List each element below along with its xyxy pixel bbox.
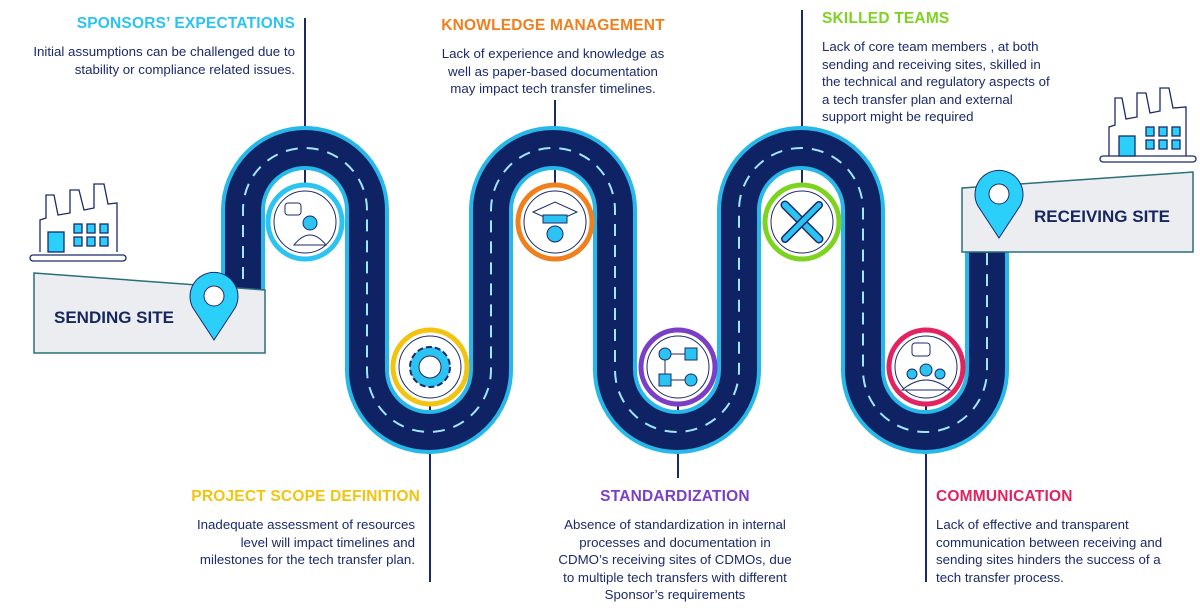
desc-line: to multiple tech transfers with differen… — [563, 569, 787, 585]
desc-line: tech transfer process. — [936, 569, 1064, 585]
desc-line: well as paper-based documentation — [448, 63, 658, 79]
stage-desc-standardization: Absence of standardization in internal p… — [525, 516, 825, 604]
stage-title-skilled-teams: SKILLED TEAMS — [822, 10, 950, 27]
wrench-screwdriver-icon — [762, 182, 842, 262]
desc-line: Lack of core team members , at both — [822, 39, 1039, 54]
desc-line: processes and documentation in — [579, 534, 771, 550]
desc-line: stability or compliance related issues. — [74, 61, 295, 77]
desc-line: may impact tech transfer timelines. — [450, 81, 656, 96]
person-speech-icon — [265, 182, 345, 262]
desc-line: Sponsor’s requirements — [604, 587, 746, 602]
stage-title-standardization: STANDARDIZATION — [600, 488, 750, 505]
sending-factory-icon — [29, 183, 127, 262]
desc-line: level will impact timelines and — [240, 534, 415, 550]
desc-line: milestones for the tech transfer plan. — [199, 552, 415, 567]
stage-title-sponsors: SPONSORS’ EXPECTATIONS — [76, 15, 295, 32]
stage-icons — [265, 182, 966, 407]
stage-title-knowledge: KNOWLEDGE MANAGEMENT — [441, 17, 665, 34]
stage-desc-skilled-teams: Lack of core team members , at both send… — [822, 38, 1050, 126]
desc-line: Initial assumptions can be challenged du… — [33, 44, 295, 59]
road — [221, 126, 1009, 454]
stage-desc-communication: Lack of effective and transparent commun… — [936, 516, 1162, 586]
gear-target-icon — [390, 327, 470, 407]
stage-desc-project-scope: Inadequate assessment of resources level… — [197, 516, 415, 569]
stage-title-communication: COMMUNICATION — [936, 488, 1073, 505]
desc-line: communication between receiving and — [936, 534, 1163, 550]
sending-site-label: SENDING SITE — [54, 308, 174, 327]
stage-desc-sponsors: Initial assumptions can be challenged du… — [33, 43, 295, 78]
desc-line: Inadequate assessment of resources — [196, 517, 415, 532]
desc-line: the technical and regulatory aspects of — [822, 74, 1050, 89]
desc-line: sending and receiving sites, skilled in — [822, 56, 1041, 72]
sending-location-pin-icon — [189, 271, 239, 341]
graduation-cap-gear-icon — [515, 182, 595, 262]
desc-line: Lack of experience and knowledge as — [441, 46, 665, 61]
stage-desc-knowledge: Lack of experience and knowledge as well… — [403, 45, 703, 98]
desc-line: Absence of standardization in internal — [564, 517, 786, 532]
stage-title-project-scope: PROJECT SCOPE DEFINITION — [191, 488, 420, 505]
desc-line: support might be required — [822, 109, 974, 124]
group-chat-icon — [886, 327, 966, 407]
desc-line: a tech transfer plan and external — [822, 91, 1013, 107]
receiving-location-pin-icon — [974, 169, 1024, 239]
receiving-factory-icon — [1099, 87, 1197, 163]
desc-line: CDMO’s receiving sites of CDMOs, due — [558, 552, 792, 567]
receiving-site-label: RECEIVING SITE — [1034, 207, 1171, 226]
desc-line: Lack of effective and transparent — [936, 517, 1129, 532]
desc-line: sending sites hinders the success of a — [936, 552, 1161, 567]
flowchart-icon — [638, 327, 718, 407]
